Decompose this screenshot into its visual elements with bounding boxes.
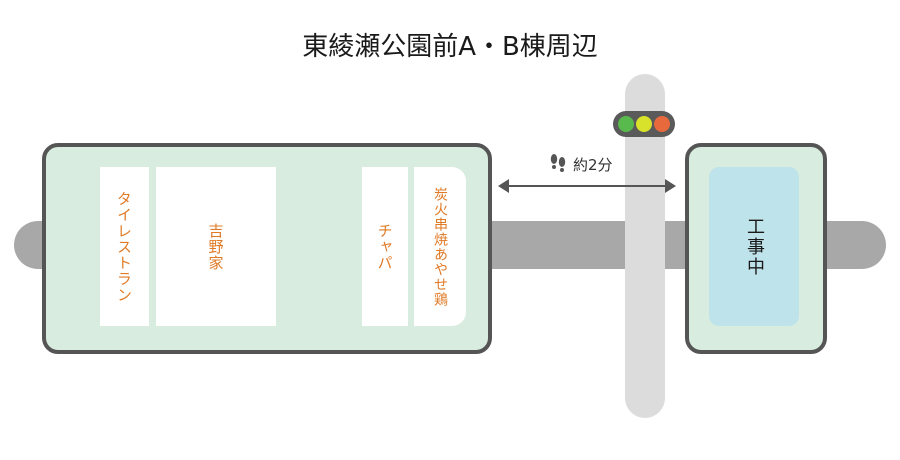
construction-label: 工事中 — [744, 216, 765, 277]
signal-yellow-light — [636, 116, 652, 132]
traffic-signal — [613, 111, 675, 137]
signal-green-light — [618, 116, 634, 132]
shop-thai-restaurant: タイレストラン — [100, 167, 149, 326]
construction-site — [709, 167, 799, 326]
walk-distance-arrow — [498, 179, 676, 193]
signal-red-light — [654, 116, 670, 132]
shop-yakitori: 炭火串焼あやせ鶏 — [414, 167, 466, 326]
shop-chapa: チャパ — [362, 167, 408, 326]
walk-time: 約2分 — [549, 152, 613, 176]
footprints-icon — [550, 154, 566, 172]
map-title: 東綾瀬公園前A・B棟周辺 — [302, 32, 598, 62]
shop-yoshinoya: 吉野家 — [156, 167, 276, 326]
walk-time-label: 約2分 — [573, 155, 613, 174]
